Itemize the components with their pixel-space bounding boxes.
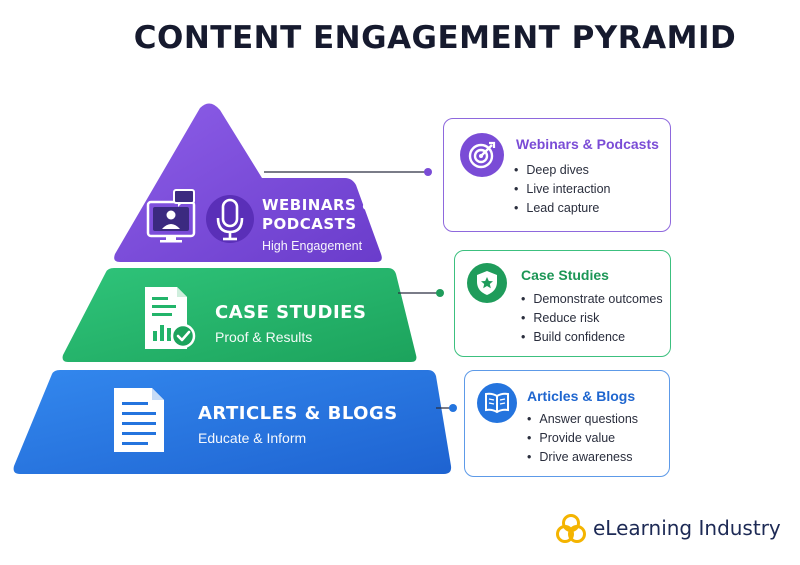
list-item: Deep dives: [514, 161, 610, 180]
video-call-icon: [146, 189, 196, 243]
list-item: Lead capture: [514, 199, 610, 218]
card-webinars-bullets: Deep dives Live interaction Lead capture: [514, 161, 610, 218]
tier-case-studies-label: CASE STUDIES Proof & Results: [215, 302, 366, 345]
tier-webinars-title-line2: PODCASTS: [262, 215, 357, 233]
list-item: Live interaction: [514, 180, 610, 199]
document-icon: [114, 388, 164, 452]
card-case-studies: Case Studies Demonstrate outcomes Reduce…: [454, 250, 671, 357]
card-webinars: Webinars & Podcasts Deep dives Live inte…: [443, 118, 671, 232]
list-item: Demonstrate outcomes: [521, 290, 662, 309]
book-icon: [477, 383, 517, 423]
list-item: Provide value: [527, 429, 638, 448]
target-icon: [460, 133, 504, 177]
brand-name: eLearning Industry: [593, 516, 781, 540]
card-webinars-heading: Webinars & Podcasts: [516, 136, 659, 152]
card-case-studies-heading: Case Studies: [521, 267, 609, 283]
tier-case-studies-title: CASE STUDIES: [215, 302, 367, 323]
tier-articles-label: ARTICLES & BLOGS Educate & Inform: [198, 403, 398, 446]
connector-articles: [436, 404, 457, 412]
list-item: Build confidence: [521, 328, 663, 347]
microphone-icon: [206, 195, 254, 243]
tier-webinars-label: WEBINARS & PODCASTS High Engagement: [262, 196, 376, 253]
shield-star-icon: [467, 263, 507, 303]
card-articles-heading: Articles & Blogs: [527, 388, 636, 404]
tier-articles-title: ARTICLES & BLOGS: [198, 403, 398, 424]
list-item: Drive awareness: [527, 448, 638, 467]
tier-articles-subtitle: Educate & Inform: [198, 430, 307, 446]
report-check-icon: [145, 287, 196, 349]
connector-webinars: [264, 168, 432, 176]
page-title: CONTENT ENGAGEMENT PYRAMID: [133, 20, 737, 56]
list-item: Reduce risk: [521, 309, 663, 328]
tier-case-studies-subtitle: Proof & Results: [215, 329, 313, 345]
card-articles-bullets: Answer questions Provide value Drive awa…: [527, 410, 638, 467]
card-articles: Articles & Blogs Answer questions Provid…: [464, 370, 670, 477]
tier-webinars-title-line1: WEBINARS &: [262, 196, 376, 214]
card-case-studies-bullets: Demonstrate outcomes Reduce risk Build c…: [521, 290, 663, 347]
tier-webinars-subtitle: High Engagement: [262, 239, 363, 253]
list-item: Answer questions: [527, 410, 638, 429]
elearning-logo-icon: [556, 514, 586, 543]
connector-case-studies: [398, 289, 444, 297]
